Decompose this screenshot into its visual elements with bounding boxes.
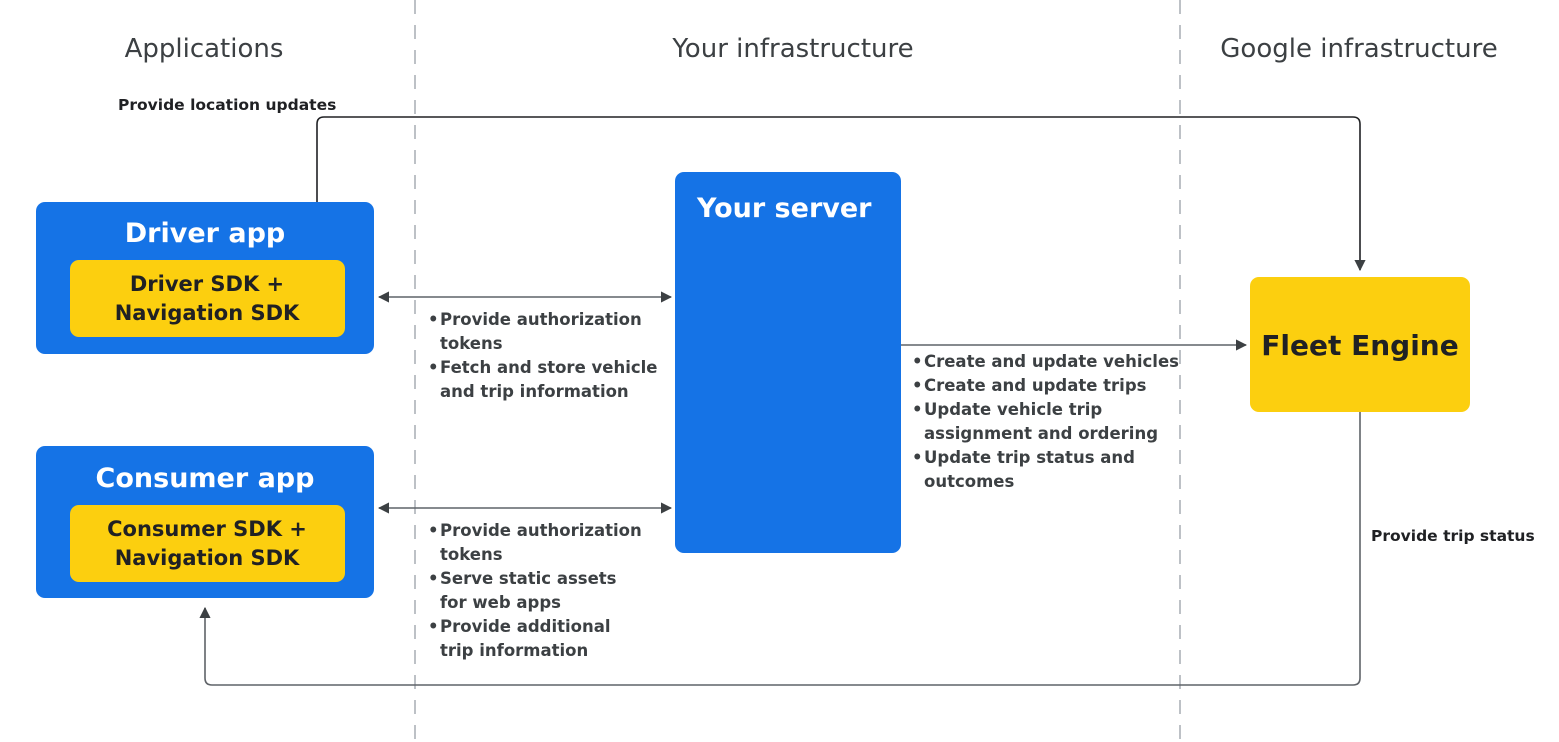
column-header-applications: Applications: [125, 34, 284, 64]
consumer-app-title: Consumer app: [96, 463, 315, 494]
bullet-line: assignment and ordering: [924, 424, 1158, 443]
fleet-engine-title: Fleet Engine: [1261, 329, 1458, 362]
bullet-marker: •: [912, 400, 923, 419]
bullets-consumer-to-server: • Provide authorization tokens • Serve s…: [428, 521, 642, 660]
node-fleet-engine[interactable]: Fleet Engine: [1250, 277, 1470, 412]
edge-provide-location-updates: [316, 116, 1366, 272]
bullet-line: tokens: [440, 334, 503, 353]
bullet-line: for web apps: [440, 593, 561, 612]
bullet-line: Update trip status and: [924, 448, 1135, 467]
driver-sdk-box[interactable]: [70, 260, 345, 337]
column-header-google-infrastructure: Google infrastructure: [1220, 34, 1497, 64]
bullet-marker: •: [428, 310, 439, 329]
bullet-line: Provide authorization: [440, 310, 642, 329]
bullet-line: Fetch and store vehicle: [440, 358, 657, 377]
bullets-driver-to-server: • Provide authorization tokens • Fetch a…: [428, 310, 657, 401]
driver-sdk-line-1: Driver SDK +: [130, 272, 284, 296]
label-provide-trip-status: Provide trip status: [1371, 527, 1535, 545]
label-provide-location-updates: Provide location updates: [118, 96, 336, 114]
consumer-sdk-line-1: Consumer SDK +: [107, 517, 307, 541]
your-server-title: Your server: [696, 193, 872, 224]
bullet-line: Create and update trips: [924, 376, 1147, 395]
bullet-line: Serve static assets: [440, 569, 617, 588]
node-driver-app[interactable]: Driver app Driver SDK + Navigation SDK: [36, 202, 374, 354]
bullet-marker: •: [428, 358, 439, 377]
your-server-box[interactable]: [675, 172, 901, 553]
bullet-marker: •: [428, 521, 439, 540]
bullet-line: tokens: [440, 545, 503, 564]
bullet-marker: •: [912, 448, 923, 467]
consumer-sdk-line-2: Navigation SDK: [115, 546, 300, 570]
node-consumer-app[interactable]: Consumer app Consumer SDK + Navigation S…: [36, 446, 374, 598]
column-header-your-infrastructure: Your infrastructure: [671, 34, 913, 64]
bullet-line: Create and update vehicles: [924, 352, 1179, 371]
driver-app-title: Driver app: [125, 218, 285, 249]
bullet-line: Provide additional: [440, 617, 611, 636]
bullet-line: and trip information: [440, 382, 629, 401]
bullet-line: Provide authorization: [440, 521, 642, 540]
bullets-server-to-fleet-engine: • Create and update vehicles • Create an…: [912, 352, 1179, 491]
node-your-server[interactable]: Your server: [675, 172, 901, 553]
bullet-marker: •: [428, 569, 439, 588]
bullet-marker: •: [428, 617, 439, 636]
bullet-line: Update vehicle trip: [924, 400, 1102, 419]
driver-sdk-line-2: Navigation SDK: [115, 301, 300, 325]
bullet-marker: •: [912, 352, 923, 371]
edge-provide-trip-status: [199, 412, 1361, 686]
bullet-line: trip information: [440, 641, 588, 660]
fleet-engine-box[interactable]: [1250, 277, 1470, 412]
bullet-line: outcomes: [924, 472, 1014, 491]
consumer-sdk-box[interactable]: [70, 505, 345, 582]
bullet-marker: •: [912, 376, 923, 395]
